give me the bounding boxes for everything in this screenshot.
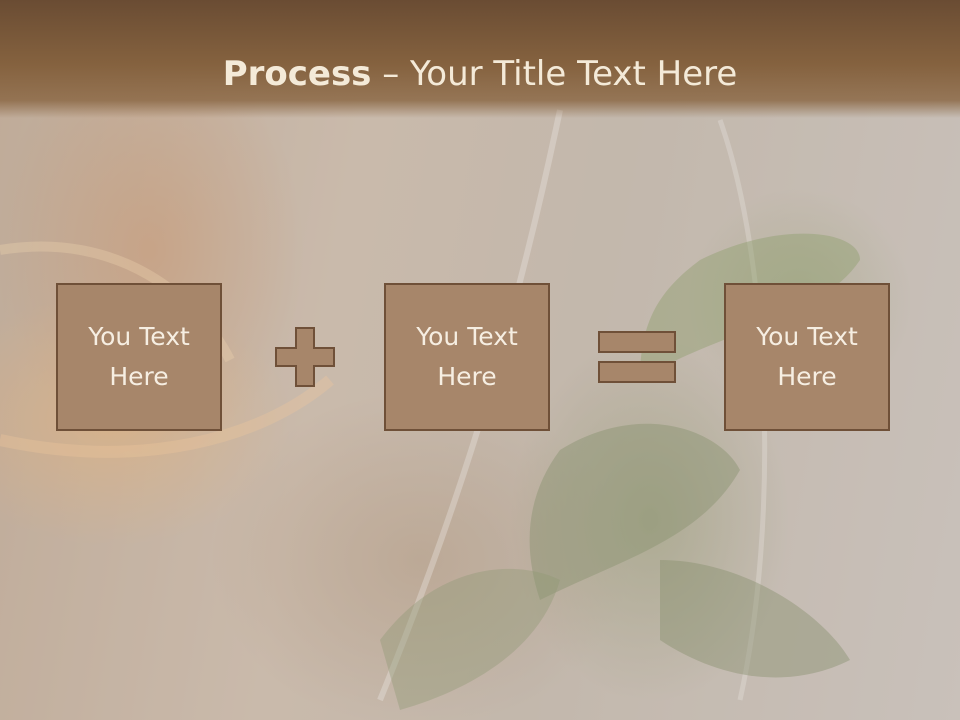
box-2-line-1: You Text: [416, 322, 518, 351]
process-box-1[interactable]: You Text Here: [56, 283, 222, 431]
process-box-result[interactable]: You Text Here: [724, 283, 890, 431]
box-3-line-2: Here: [777, 362, 837, 391]
box-3-line-1: You Text: [756, 322, 858, 351]
header-band: Process – Your Title Text Here: [0, 0, 960, 118]
equals-icon: [598, 331, 676, 383]
process-box-2[interactable]: You Text Here: [384, 283, 550, 431]
box-1-line-1: You Text: [88, 322, 190, 351]
box-1-line-2: Here: [109, 362, 169, 391]
slide-title: Process – Your Title Text Here: [0, 52, 960, 96]
title-rest: – Your Title Text Here: [371, 54, 738, 94]
plus-icon: [275, 327, 335, 387]
box-2-line-2: Here: [437, 362, 497, 391]
title-bold: Process: [222, 54, 372, 94]
